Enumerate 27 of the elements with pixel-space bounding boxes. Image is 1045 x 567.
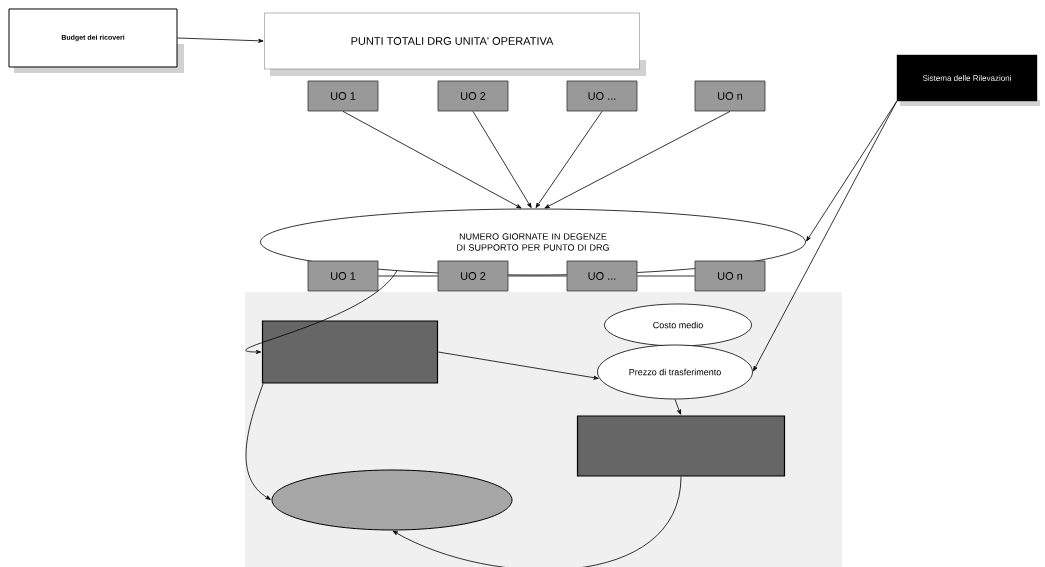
process-box: PUNTI TOTALI DRG UNITA' OPERATIVA xyxy=(264,12,640,70)
unit-box: UO ... xyxy=(566,260,638,292)
arrow xyxy=(245,270,398,354)
connector-line xyxy=(508,275,567,277)
arrow xyxy=(472,111,532,208)
unit-box: UO ... xyxy=(566,80,638,112)
unit-box: UO n xyxy=(694,80,766,112)
arrow xyxy=(753,100,898,372)
arrow xyxy=(177,37,264,43)
arrow xyxy=(342,111,522,209)
unit-box: UO n xyxy=(694,260,766,292)
process-box xyxy=(261,320,439,384)
connector-line xyxy=(378,275,438,277)
unit-box: UO 2 xyxy=(437,80,509,112)
arrow xyxy=(392,476,682,567)
arrow xyxy=(544,111,731,209)
unit-box: UO 1 xyxy=(307,80,379,112)
process-box xyxy=(576,415,786,477)
arrow xyxy=(674,399,681,415)
unit-box: UO 2 xyxy=(437,260,509,292)
arrow xyxy=(245,383,271,500)
source-box: Sistema delle Rilevazioni xyxy=(896,54,1038,102)
connector-line xyxy=(637,275,695,277)
arrow xyxy=(535,111,603,208)
unit-box: UO 1 xyxy=(307,260,379,292)
process-ellipse xyxy=(271,469,513,531)
arrow xyxy=(437,351,599,380)
